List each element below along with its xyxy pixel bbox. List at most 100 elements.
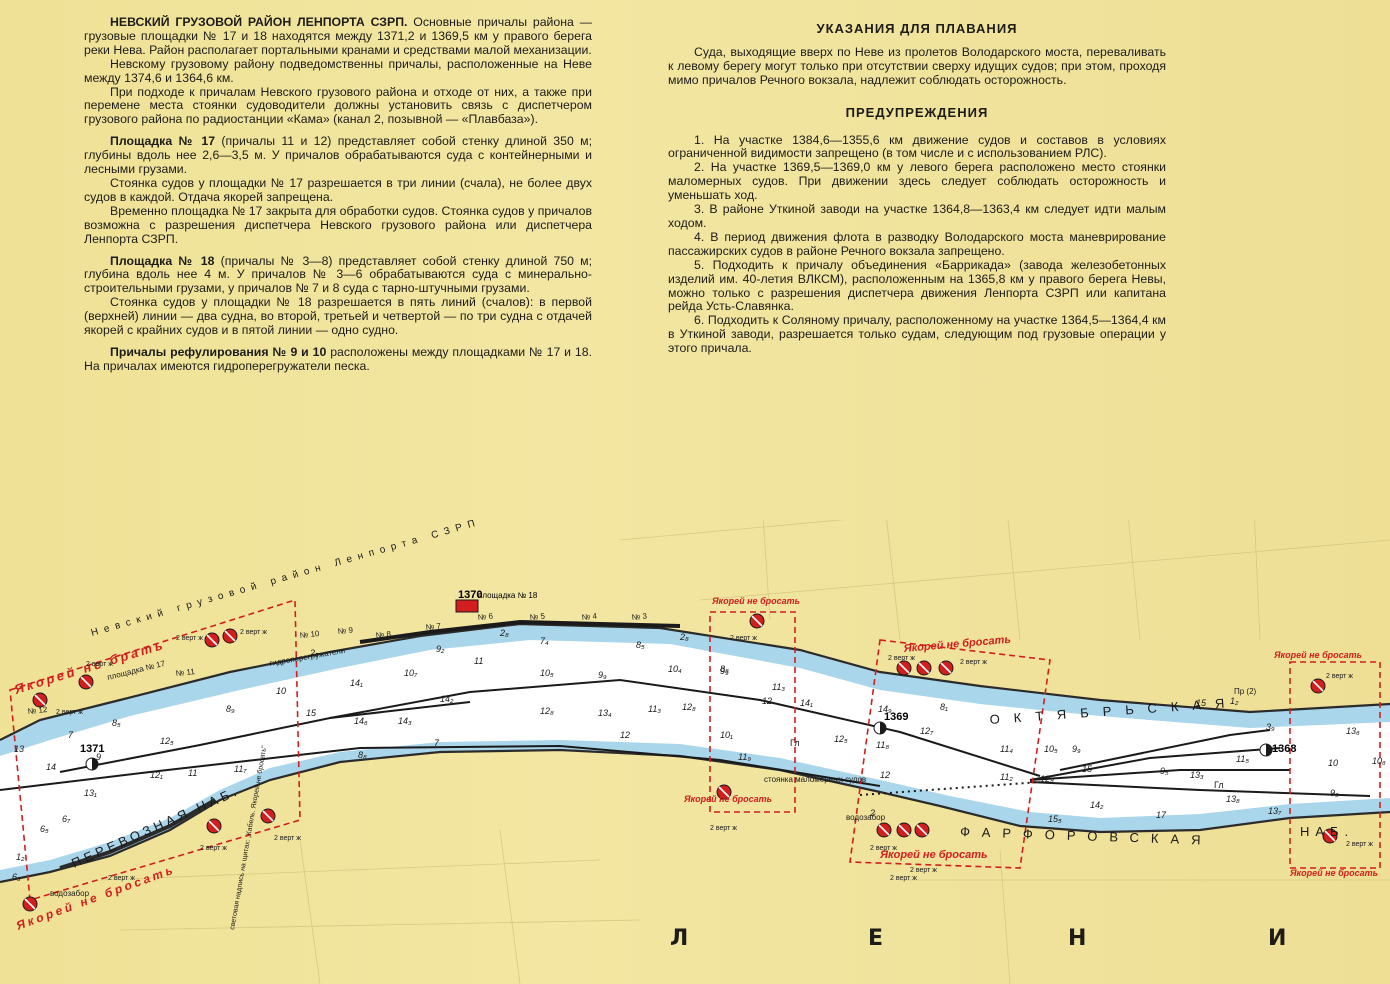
gl-label-1: Гл — [790, 738, 800, 748]
district-text: Основные причалы района — грузовые площа… — [84, 15, 592, 57]
depth-value: 14₆ — [354, 716, 368, 726]
depth-value: 10 — [1328, 758, 1338, 768]
warning-5: 5. Подходить к причалу объединения «Барр… — [668, 257, 1166, 314]
paragraph-district: НЕВСКИЙ ГРУЗОВОЙ РАЙОН ЛЕНПОРТА СЗРП. Ос… — [84, 15, 592, 58]
depth-value: 13₁ — [84, 788, 97, 798]
depth-value: 10₅ — [1044, 744, 1058, 754]
heading-warnings: ПРЕДУПРЕЖДЕНИЯ — [845, 104, 989, 120]
berth-wall-18 — [359, 619, 681, 644]
two-verst-label: 2 верт ж — [1326, 673, 1353, 680]
berth-label: № 3 — [631, 611, 648, 622]
depth-value: 10₄ — [668, 664, 682, 674]
anchor-zones — [9, 598, 1381, 902]
depth-value: 6₅ — [40, 824, 49, 834]
depth-value: 11₃ — [772, 682, 785, 692]
warning-1: 1. На участке 1384,6—1355,6 км движение … — [668, 132, 1166, 161]
two-verst-label: 2 верт ж — [910, 867, 937, 874]
warning-3: 3. В районе Уткиной заводи на участке 13… — [668, 202, 1166, 230]
depth-value: 2₅ — [309, 648, 319, 658]
depth-value: 12₈ — [540, 706, 554, 716]
depth-value: 10₆ — [1372, 756, 1386, 766]
depth-value: 13₈ — [1226, 794, 1240, 804]
km-1369-label: 1369 — [884, 711, 908, 723]
depth-value: 15₅ — [1048, 814, 1062, 824]
two-verst-label: 2 верт ж — [274, 835, 301, 842]
depth-value: 13 — [14, 744, 24, 754]
depth-value: 14₉ — [878, 704, 892, 714]
depth-value: 2₈ — [679, 632, 689, 642]
depth-value: 2₈ — [499, 628, 509, 638]
depth-value: 14₁ — [800, 698, 813, 708]
two-verst-label: 2 верт ж — [870, 845, 897, 852]
street-grid — [99, 520, 1390, 984]
depth-value: 10₅ — [540, 668, 554, 678]
km-1368-label: 1368 — [1272, 743, 1296, 755]
river-map: 1371 1370 площадка № 18 1369 1368 Невски… — [0, 520, 1390, 984]
depth-value: 15 — [1082, 764, 1093, 774]
depth-value: 17 — [1156, 810, 1167, 820]
depth-value: 14₂ — [1090, 800, 1104, 810]
depth-value: 11 — [474, 656, 483, 666]
depth-value: 8₈ — [720, 664, 729, 674]
berth-label: № 7 — [425, 621, 442, 632]
depth-value: 9₉ — [1072, 744, 1081, 754]
left-text-column: НЕВСКИЙ ГРУЗОВОЙ РАЙОН ЛЕНПОРТА СЗРП. Ос… — [84, 15, 593, 374]
km-1370-label: 1370 — [458, 589, 482, 601]
refuling-text: расположены между площадками № 17 и 18. … — [84, 344, 593, 373]
depth-value: 11₄ — [1000, 744, 1013, 754]
site18-text: (причалы № 3—8) представляет собой стенк… — [84, 253, 592, 296]
warning-zone3-bottom: Якорей не бросать — [879, 849, 988, 861]
two-verst-label: 2 верт ж — [710, 825, 737, 832]
berth-label: № 11 — [175, 667, 195, 678]
refuling-title: Причалы рефулирования № 9 и 10 — [110, 344, 327, 359]
heading-navigation: УКАЗАНИЯ ДЛЯ ПЛАВАНИЯ — [816, 21, 1018, 36]
district-title: НЕВСКИЙ ГРУЗОВОЙ РАЙОН ЛЕНПОРТА СЗРП. — [110, 15, 408, 29]
depth-value: 11₇ — [234, 764, 247, 774]
depth-value: 8₅ — [112, 718, 121, 728]
two-verst-label: 2 верт ж — [56, 709, 83, 716]
depth-value: 8₅ — [636, 640, 645, 650]
depth-value: 14 — [46, 762, 56, 772]
right-text-column: УКАЗАНИЯ ДЛЯ ПЛАВАНИЯ Суда, выходящие вв… — [668, 22, 1166, 356]
district-map-label: Невский грузовой район Ленпорта СЗРП — [90, 520, 482, 639]
paragraph-navigation: Суда, выходящие вверх по Неве из пролето… — [668, 44, 1166, 87]
berth-label: № 5 — [529, 611, 546, 622]
no-anchor-signs — [22, 613, 1338, 912]
depth-value: 10₁ — [720, 730, 733, 740]
city-letter-n: Н — [1068, 926, 1087, 951]
paragraph-site17: Площадка № 17 (причалы 11 и 12) представ… — [84, 134, 592, 177]
depth-value: 7 — [68, 730, 74, 740]
depth-value: 9 — [96, 752, 101, 762]
depth-value: 12₁ — [150, 770, 163, 780]
depth-value: 11₉ — [738, 752, 751, 762]
depth-value: 2 — [869, 808, 875, 818]
two-verst-label: 2 верт ж — [176, 635, 203, 642]
depth-value: 8₈ — [358, 750, 367, 760]
berth-label: № 9 — [337, 625, 354, 636]
warning-zone2-bottom: Якорей не бросать — [683, 794, 772, 804]
depth-value: 11 — [188, 768, 197, 778]
depth-value: 11₃ — [648, 704, 661, 714]
berth-label: № 12 — [27, 705, 48, 716]
depth-value: 11₈ — [876, 740, 889, 750]
site17-text: (причалы 11 и 12) представляет собой сте… — [84, 134, 592, 177]
two-verst-label: 2 верт ж — [200, 845, 227, 852]
two-verst-label: 2 верт ж — [86, 661, 113, 668]
depth-value: 12₅ — [160, 736, 174, 746]
berth-label: № 10 — [299, 629, 320, 640]
depth-value: 13₆ — [1346, 726, 1360, 736]
depth-value: 6₃ — [12, 872, 21, 882]
two-verst-label: 2 верт ж — [108, 875, 135, 882]
depth-value: 6₇ — [62, 814, 71, 824]
depth-value: 12₈ — [682, 702, 696, 712]
two-verst-label: 2 верт ж — [960, 659, 987, 666]
depth-value: 9₆ — [1330, 788, 1339, 798]
km-1371-label: 1371 — [80, 743, 104, 755]
depth-value: 12 — [762, 696, 772, 706]
vodozabor-left-label: водозабор — [50, 889, 90, 898]
river-channel — [0, 640, 1390, 870]
km-markers: 1371 1370 площадка № 18 1369 1368 — [80, 589, 1296, 771]
depth-value: 7₄ — [540, 636, 549, 646]
